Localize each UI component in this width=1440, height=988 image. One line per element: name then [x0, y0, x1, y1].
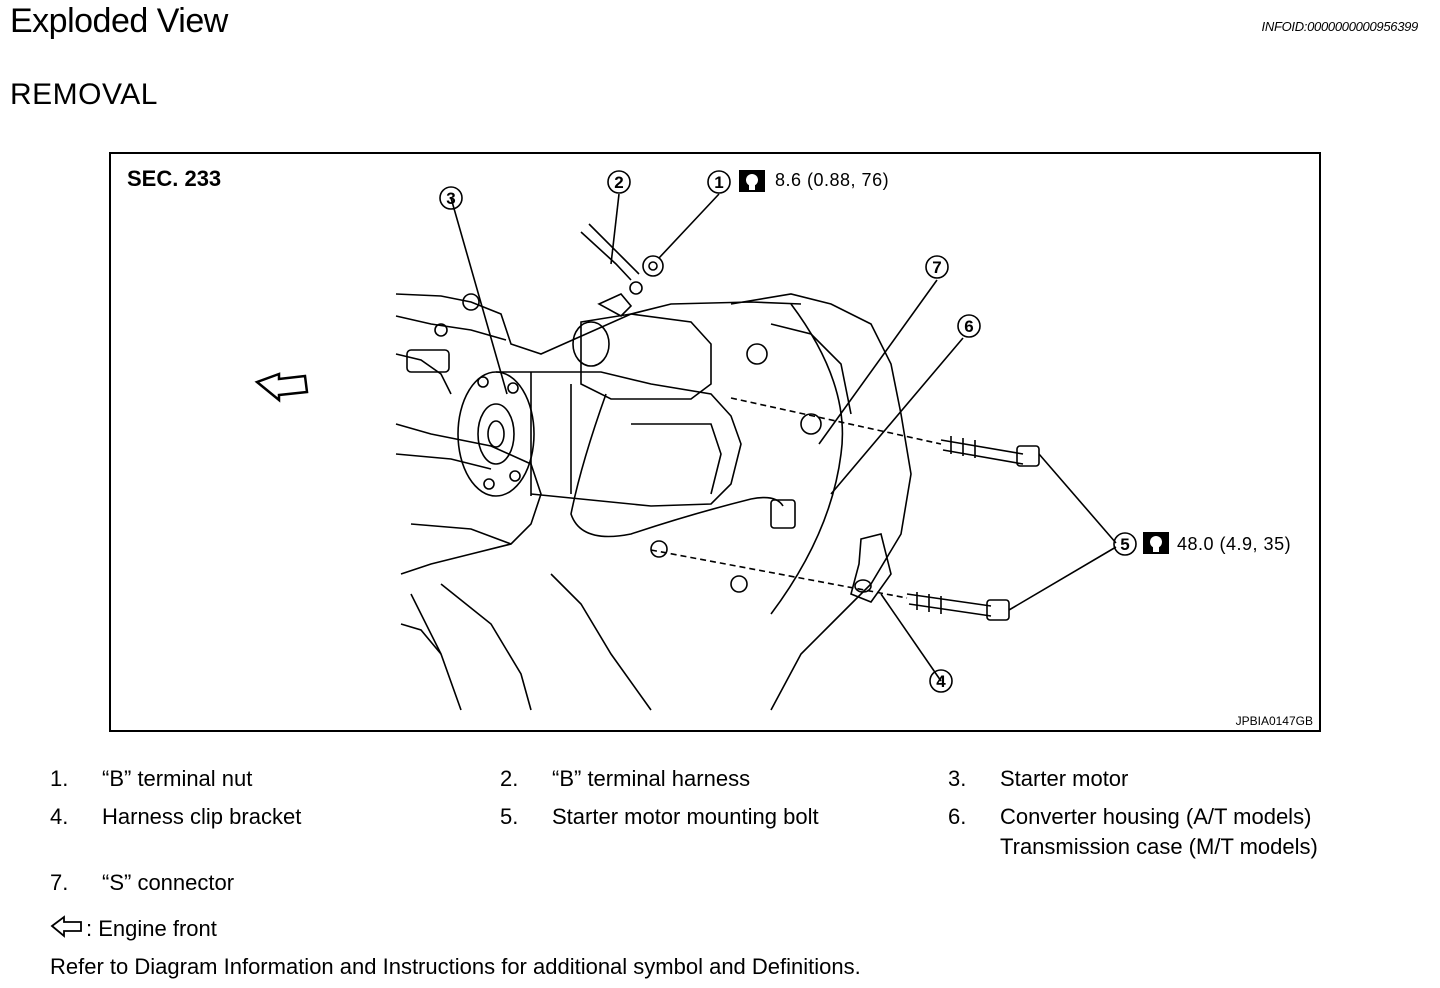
page-title: Exploded View	[10, 2, 228, 40]
callout-2: 2	[614, 173, 623, 192]
callout-1: 1	[714, 173, 723, 192]
callout-3: 3	[446, 189, 455, 208]
engine-front-arrow-icon	[50, 915, 82, 938]
exploded-view-drawing: 1 2 3 4 5 6 7	[254, 170, 1169, 711]
legend-label-secondary: Transmission case (M/T models)	[1000, 834, 1318, 859]
engine-front-arrow-icon	[254, 372, 309, 403]
legend-label: Starter motor	[1000, 766, 1129, 791]
torque-spec-5: 48.0 (4.9, 35)	[1177, 534, 1292, 554]
legend-label: “S” connector	[102, 870, 235, 895]
legend-number: 1.	[50, 766, 69, 791]
legend-number: 6.	[948, 804, 967, 829]
callout-4: 4	[936, 672, 946, 691]
callout-6: 6	[964, 317, 973, 336]
legend-label: “B” terminal nut	[102, 766, 253, 791]
legend-label: “B” terminal harness	[552, 766, 751, 791]
info-id: INFOID:0000000000956399	[1261, 19, 1419, 34]
engine-front-label: : Engine front	[86, 916, 217, 941]
legend-number: 4.	[50, 804, 69, 829]
callout-5: 5	[1120, 535, 1129, 554]
legend-label: Harness clip bracket	[102, 804, 302, 829]
legend-number: 5.	[500, 804, 519, 829]
torque-wrench-icon	[1143, 532, 1169, 554]
reference-note: Refer to Diagram Information and Instruc…	[50, 954, 861, 979]
legend-number: 3.	[948, 766, 967, 791]
legend-label: Converter housing (A/T models)	[1000, 804, 1312, 829]
callout-7: 7	[932, 258, 941, 277]
section-label: SEC. 233	[127, 166, 222, 191]
legend-label: Starter motor mounting bolt	[552, 804, 819, 829]
section-title: REMOVAL	[10, 78, 158, 111]
figure-code: JPBIA0147GB	[1235, 714, 1313, 728]
legend-number: 7.	[50, 870, 69, 895]
torque-spec-1: 8.6 (0.88, 76)	[775, 170, 890, 190]
exploded-view-figure: 1 2 3 4 5 6 7 SEC. 233 8.6 (0.88, 76) 48…	[109, 152, 1321, 732]
torque-wrench-icon	[739, 170, 765, 192]
legend-number: 2.	[500, 766, 519, 791]
